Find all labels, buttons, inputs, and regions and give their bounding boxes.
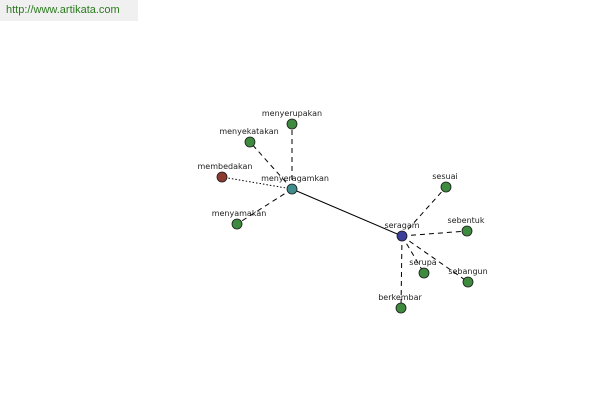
edge-seragam-serupa: [401, 235, 425, 274]
edge-menyeragamkan-seragam: [291, 188, 403, 237]
node-label-menyekatakan[interactable]: menyekatakan: [219, 127, 278, 136]
edges-layer: [221, 124, 469, 309]
node-label-seragam[interactable]: seragam: [384, 221, 419, 230]
node-seragam[interactable]: [396, 230, 408, 242]
node-menyamakan[interactable]: [231, 218, 243, 230]
edge-menyeragamkan-menyamakan: [236, 188, 293, 225]
node-label-membedakan[interactable]: membedakan: [198, 162, 253, 171]
edge-seragam-sebangun: [401, 235, 469, 283]
edge-seragam-berkembar: [400, 235, 403, 309]
edge-menyeragamkan-membedakan: [221, 176, 293, 190]
edge-seragam-sebentuk: [401, 230, 468, 237]
node-menyeragamkan[interactable]: [286, 183, 298, 195]
node-label-serupa[interactable]: serupa: [409, 258, 437, 267]
node-label-menyamakan[interactable]: menyamakan: [212, 209, 267, 218]
node-label-berkembar[interactable]: berkembar: [378, 293, 422, 302]
node-sebentuk[interactable]: [461, 225, 473, 237]
edge-menyeragamkan-menyekatakan: [249, 141, 293, 190]
node-sebangun[interactable]: [462, 276, 474, 288]
node-menyekatakan[interactable]: [244, 136, 256, 148]
node-label-sesuai[interactable]: sesuai: [432, 172, 457, 181]
node-label-menyeragamkan[interactable]: menyeragamkan: [261, 174, 329, 183]
node-menyerupakan[interactable]: [286, 118, 298, 130]
node-berkembar[interactable]: [395, 302, 407, 314]
site-url-watermark: http://www.artikata.com: [0, 0, 138, 21]
node-label-menyerupakan[interactable]: menyerupakan: [262, 109, 322, 118]
edge-seragam-sesuai: [401, 186, 447, 237]
nodes-layer: [216, 118, 474, 314]
node-serupa[interactable]: [418, 267, 430, 279]
labels-layer: seragam menyeragamkan menyerupakan menyekat…: [198, 109, 488, 302]
node-membedakan[interactable]: [216, 171, 228, 183]
node-sesuai[interactable]: [440, 181, 452, 193]
node-label-sebentuk[interactable]: sebentuk: [448, 216, 485, 225]
node-label-sebangun[interactable]: sebangun: [448, 267, 487, 276]
